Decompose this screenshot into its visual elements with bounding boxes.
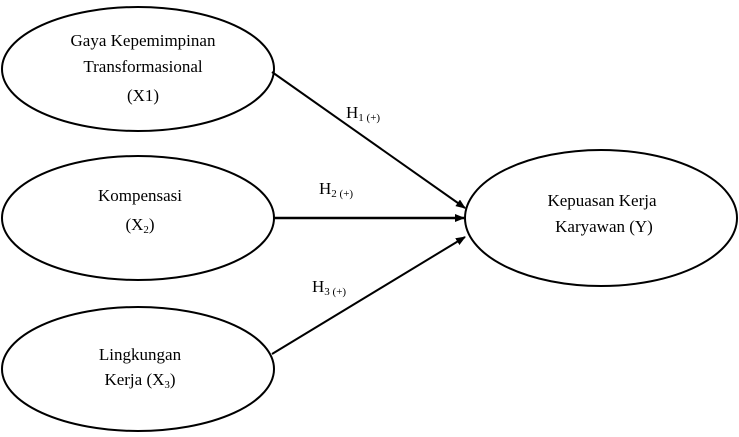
node-x1-ellipse <box>1 6 275 132</box>
node-x1-line-1: Gaya Kepemimpinan <box>71 31 216 50</box>
node-x1-line-3: (X1) <box>127 86 159 105</box>
edge-h3-arrow <box>271 236 466 355</box>
node-x2-line-1: Kompensasi <box>98 186 182 205</box>
node-x2-line-2: (X2) <box>125 215 154 236</box>
edge-h2-label: H2 (+) <box>319 179 353 200</box>
edge-h3-label: H3 (+) <box>312 277 346 298</box>
node-x1-line-2: Transformasional <box>83 57 203 76</box>
node-y: Kepuasan Kerja Karyawan (Y) <box>464 149 738 287</box>
node-x1: Gaya Kepemimpinan Transformasional (X1) <box>1 6 275 132</box>
node-y-line-2: Karyawan (Y) <box>555 217 653 236</box>
node-x3-line-1: Lingkungan <box>99 345 182 364</box>
node-y-line-1: Kepuasan Kerja <box>547 191 656 210</box>
node-x3-line-2: Kerja (X3) <box>104 370 175 391</box>
node-x3-ellipse <box>1 306 275 432</box>
node-x2: Kompensasi (X2) <box>1 155 275 281</box>
node-x3: Lingkungan Kerja (X3) <box>1 306 275 432</box>
edge-h1-label: H1 (+) <box>346 103 380 124</box>
node-y-ellipse <box>464 149 738 287</box>
edge-h1-arrow <box>271 71 466 209</box>
